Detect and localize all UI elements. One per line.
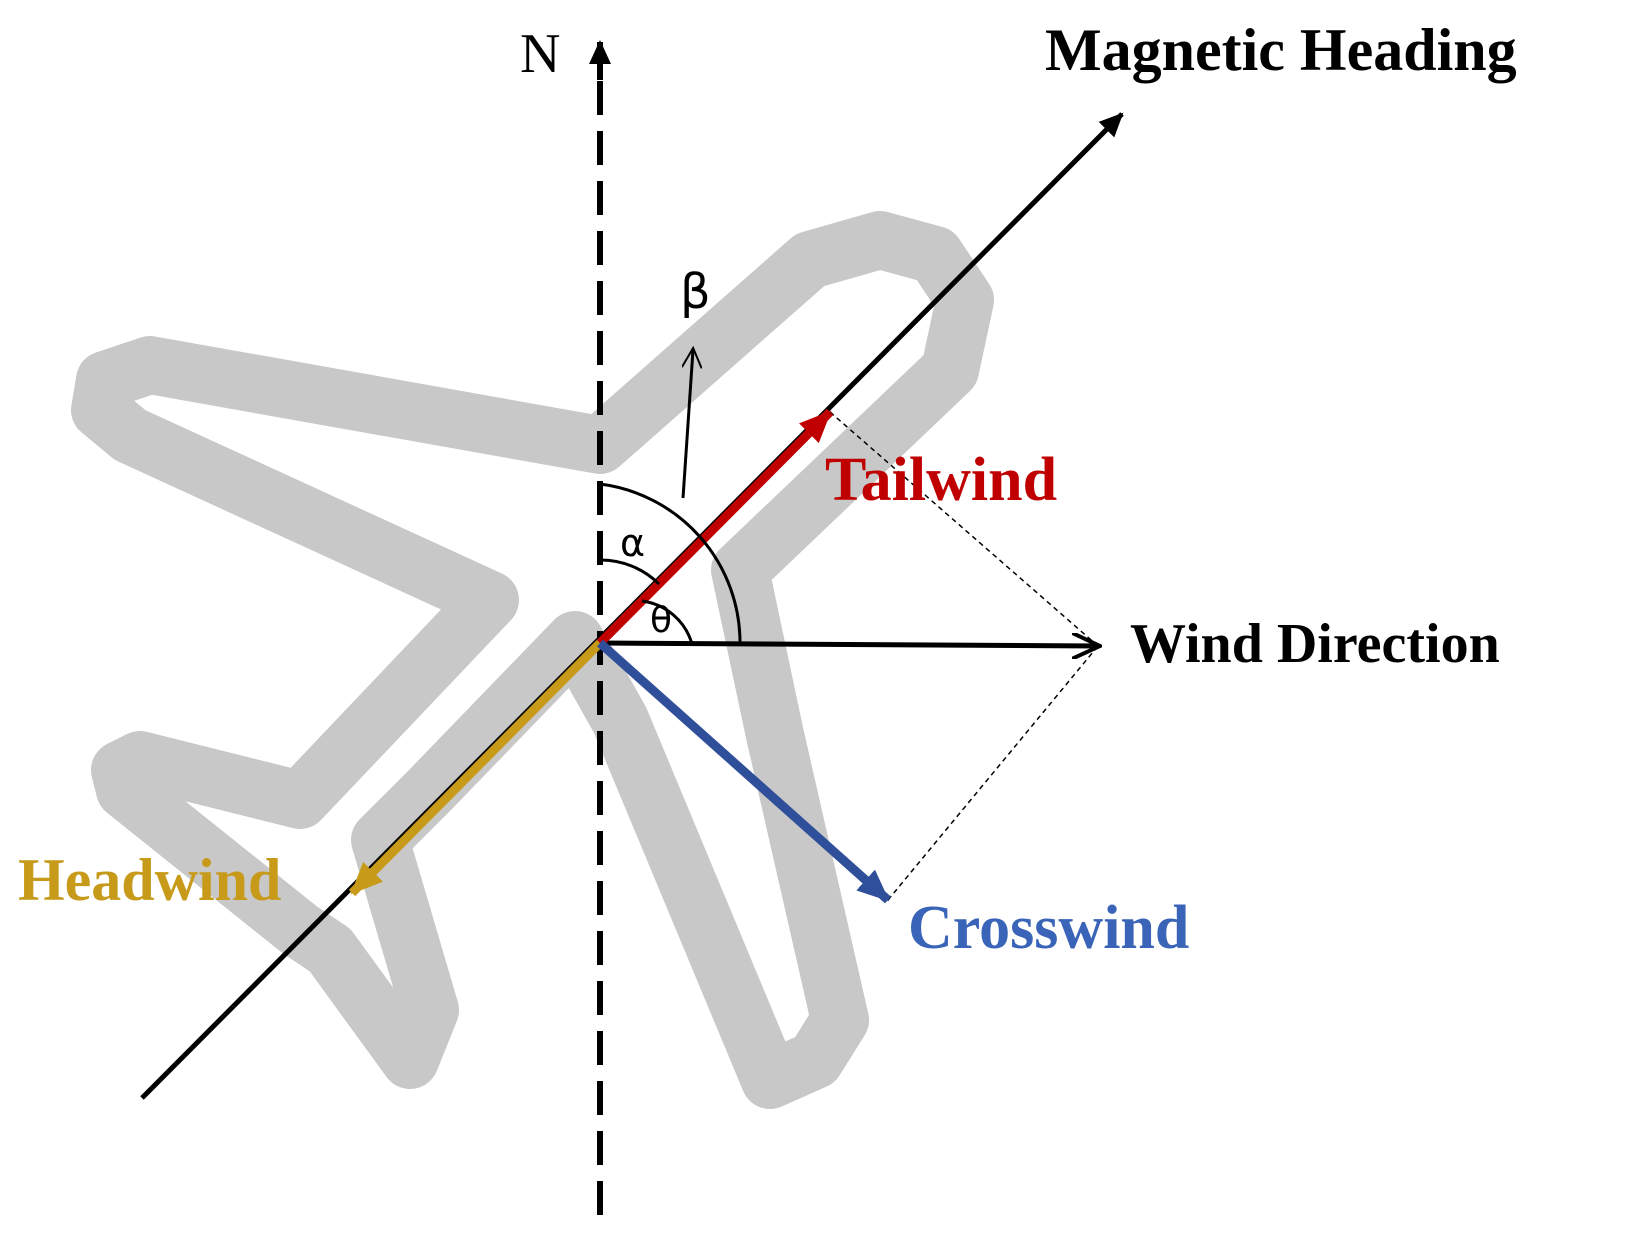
magnetic-heading-label: Magnetic Heading bbox=[1045, 17, 1517, 83]
headwind-label: Headwind bbox=[18, 847, 281, 913]
alpha-arc bbox=[599, 558, 661, 586]
beta-arc bbox=[599, 482, 742, 645]
tailwind-vector bbox=[596, 408, 834, 647]
crosswind-label: Crosswind bbox=[908, 894, 1189, 962]
crosswind-vector bbox=[597, 639, 891, 904]
beta-pointer-arrow bbox=[681, 350, 693, 499]
alpha-label: α bbox=[620, 521, 645, 565]
airplane-outline-icon bbox=[71, 211, 994, 1109]
construction-line-cross bbox=[887, 645, 1099, 901]
headwind-vector bbox=[348, 639, 604, 897]
tailwind-label: Tailwind bbox=[825, 446, 1057, 514]
beta-label: β bbox=[680, 264, 711, 320]
theta-arc bbox=[641, 599, 694, 645]
north-label: N bbox=[520, 23, 560, 85]
wind-direction-label: Wind Direction bbox=[1130, 613, 1500, 675]
theta-label: θ bbox=[650, 600, 672, 641]
wind-direction-vector bbox=[599, 643, 1098, 646]
